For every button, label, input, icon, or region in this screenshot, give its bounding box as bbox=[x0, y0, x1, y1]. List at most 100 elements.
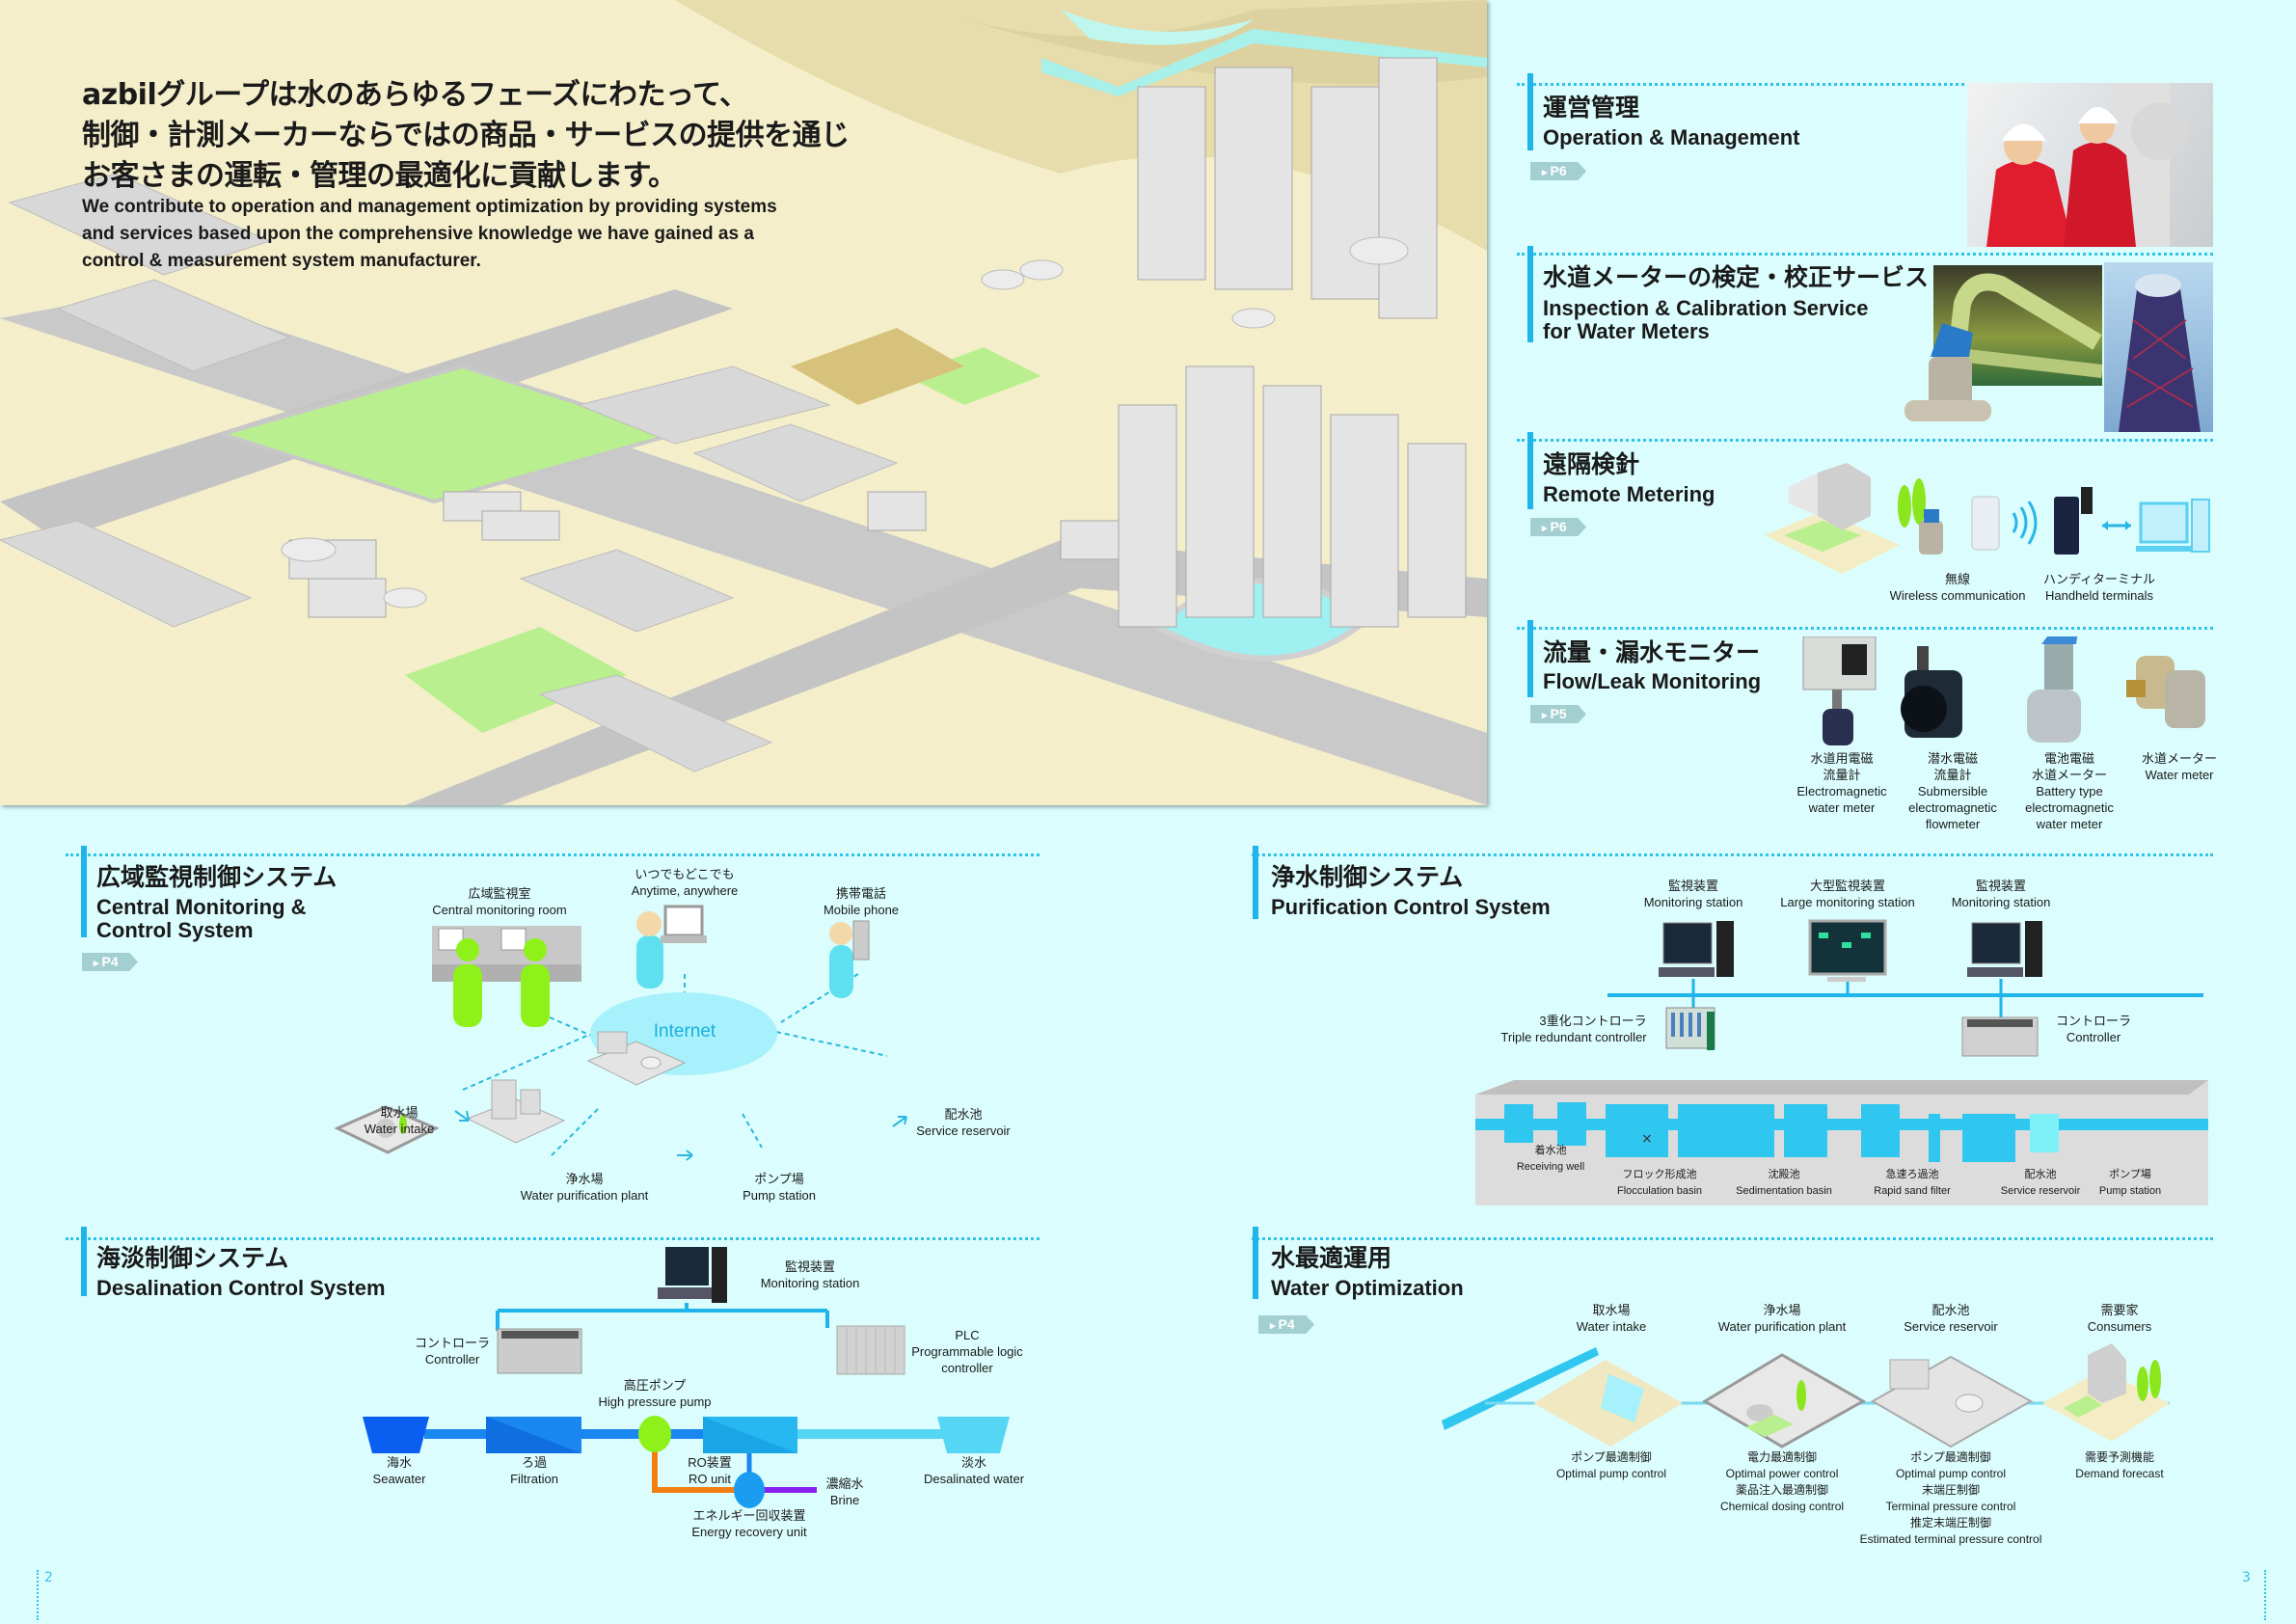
page-ref-badge[interactable]: P4 bbox=[82, 953, 138, 971]
pump-station-icon bbox=[466, 1079, 566, 1144]
service-title-ja: 流量・漏水モニター bbox=[1543, 638, 1761, 666]
page-number-left: 2 bbox=[44, 1570, 53, 1585]
hero-city-illustration bbox=[0, 0, 1487, 805]
page-edge-marker bbox=[37, 1570, 39, 1620]
intro-en-line: control & measurement system manufacture… bbox=[82, 251, 481, 271]
river bbox=[1442, 1347, 1599, 1430]
section-title-en: Purification Control System bbox=[1271, 895, 1551, 919]
flow-products-images bbox=[1798, 632, 2213, 747]
consumer-house-icon bbox=[2042, 1343, 2170, 1442]
test-tower-photo bbox=[2104, 262, 2213, 432]
section-divider bbox=[1517, 439, 2213, 442]
intro-en-line: and services based upon the comprehensiv… bbox=[82, 224, 754, 244]
remote-metering-illustration bbox=[1765, 463, 2213, 574]
plant-cross-section: × bbox=[1475, 1080, 2208, 1205]
service-title-en: Flow/Leak Monitoring bbox=[1543, 669, 1762, 693]
section-title-ja: 広域監視制御システム bbox=[96, 863, 338, 891]
section-divider bbox=[66, 1237, 1040, 1240]
remote-metering-diagram bbox=[1765, 463, 2210, 574]
intro-text-en: We contribute to operation and managemen… bbox=[82, 194, 777, 275]
purification-plant-icon bbox=[334, 1105, 440, 1154]
service-title-ja: 遠隔検針 bbox=[1543, 450, 1640, 478]
service-title-en: Remote Metering bbox=[1543, 482, 1715, 506]
section-accent-bar bbox=[81, 846, 87, 937]
section-title-ja: 海淡制御システム bbox=[96, 1244, 289, 1272]
svg-text:×: × bbox=[1641, 1131, 1653, 1147]
high-pressure-pump bbox=[638, 1416, 671, 1452]
section-divider bbox=[1517, 83, 2213, 86]
page-ref-badge[interactable]: P5 bbox=[1530, 705, 1586, 723]
internet-label: Internet bbox=[653, 1021, 716, 1042]
section-title-en: Control System bbox=[96, 918, 254, 942]
central-monitoring-room-icon bbox=[432, 926, 581, 1027]
intro-ja-line: 制御・計測メーカーならではの商品・サービスの提供を通じ bbox=[82, 119, 850, 152]
service-title-en: Operation & Management bbox=[1543, 125, 1800, 149]
section-divider bbox=[66, 853, 1040, 856]
section-title-ja: 浄水制御システム bbox=[1271, 863, 1464, 891]
intro-headline-ja: azbilグループは水のあらゆるフェーズにわたって、 制御・計測メーカーならでは… bbox=[82, 75, 850, 197]
service-reservoir-icon bbox=[1870, 1355, 2034, 1448]
page-ref-badge[interactable]: P6 bbox=[1530, 518, 1586, 536]
section-divider bbox=[1252, 1237, 2213, 1240]
intro-ja-line: お客さまの運転・管理の最適化に貢献します。 bbox=[82, 159, 677, 193]
section-divider bbox=[1252, 853, 2213, 856]
intro-en-line: We contribute to operation and managemen… bbox=[82, 197, 777, 217]
section-title-en: Central Monitoring & bbox=[96, 895, 307, 919]
desalination-diagram bbox=[363, 1247, 1010, 1508]
page-ref-badge[interactable]: P4 bbox=[1258, 1315, 1314, 1334]
section-accent-bar bbox=[1527, 73, 1533, 150]
anytime-user-icon bbox=[636, 905, 707, 988]
triple-controller-icon bbox=[1665, 1007, 1715, 1050]
service-title-en: for Water Meters bbox=[1543, 319, 1710, 343]
desalinated-tank bbox=[937, 1417, 1010, 1453]
page-edge-marker bbox=[2264, 1570, 2266, 1620]
section-title-en: Water Optimization bbox=[1271, 1276, 1464, 1300]
intro-ja-line: azbilグループは水のあらゆるフェーズにわたって、 bbox=[82, 78, 748, 112]
section-divider bbox=[1517, 627, 2213, 630]
section-title-en: Desalination Control System bbox=[96, 1276, 386, 1300]
optimization-diagram bbox=[1442, 1343, 2170, 1448]
controller-icon bbox=[1961, 1016, 2039, 1057]
tower-photo bbox=[2119, 274, 2201, 432]
monitoring-station-icon bbox=[1967, 921, 2042, 977]
flow-arrows bbox=[454, 1110, 907, 1161]
page-ref-badge[interactable]: P6 bbox=[1530, 162, 1586, 180]
section-accent-bar bbox=[1527, 432, 1533, 509]
water-meter-icon bbox=[1904, 323, 1991, 421]
water-city-illustration bbox=[0, 0, 1487, 805]
plc-icon bbox=[836, 1325, 905, 1375]
section-divider bbox=[1517, 253, 2213, 256]
filtration-unit bbox=[486, 1417, 581, 1453]
